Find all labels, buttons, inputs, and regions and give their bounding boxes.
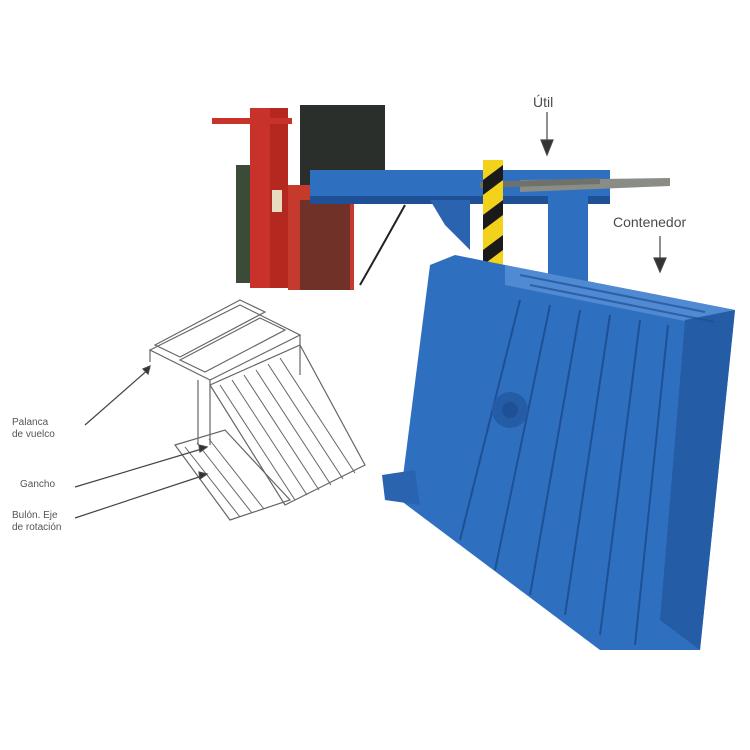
label-bulon-eje-de-rotacion: Bulón. Eje de rotación [12, 510, 61, 534]
label-bulon-line2: de rotación [12, 522, 62, 533]
line-drawing-inset [148, 299, 366, 521]
label-gancho: Gancho [20, 479, 56, 490]
leader-lines [74, 112, 667, 519]
label-palanca-line1: Palanca [12, 417, 49, 428]
container [382, 255, 735, 650]
label-palanca-line2: de vuelco [12, 429, 55, 440]
label-palanca-de-vuelco: Palanca de vuelco [12, 417, 55, 441]
util-carriage [310, 160, 670, 385]
label-contenedor: Contenedor [613, 214, 687, 230]
label-util: Útil [533, 94, 554, 110]
label-bulon-line1: Bulón. Eje [12, 510, 58, 521]
